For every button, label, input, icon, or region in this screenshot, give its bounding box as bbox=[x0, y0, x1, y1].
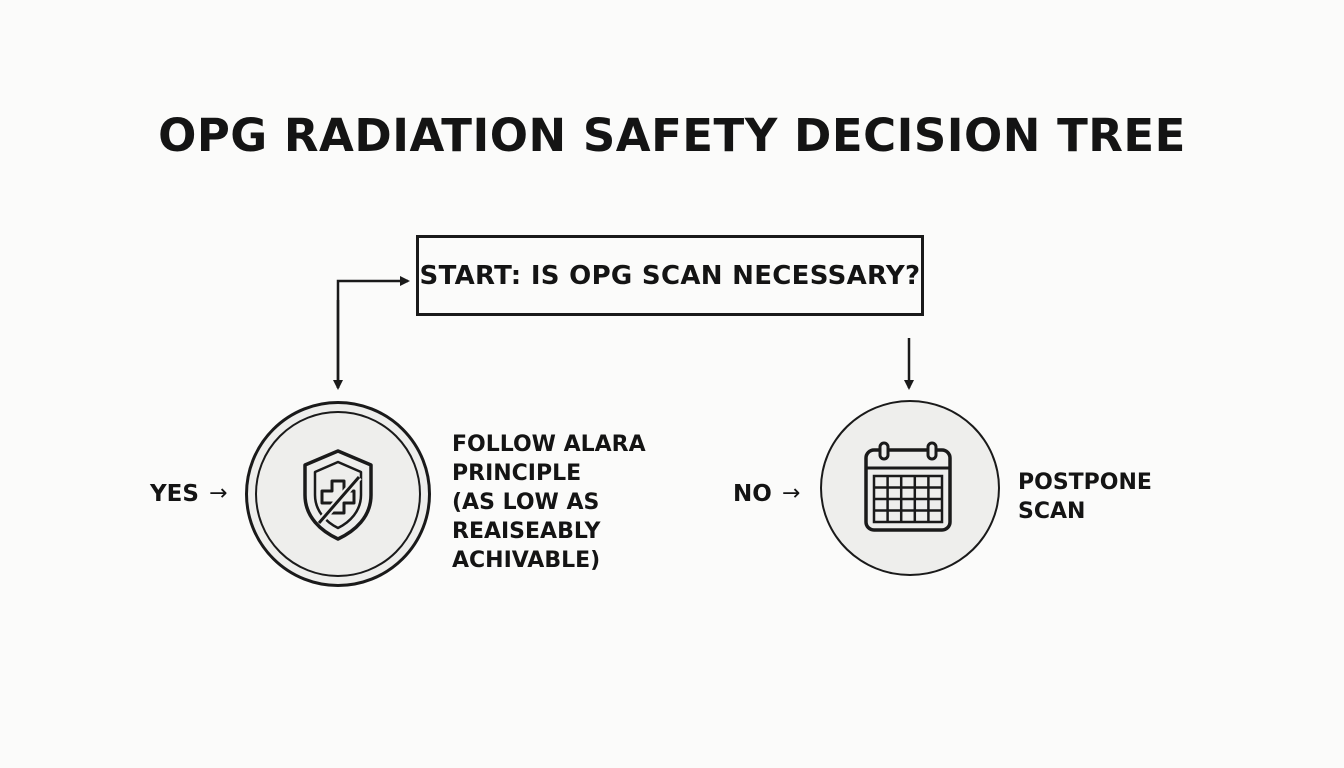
calendar-icon bbox=[864, 441, 952, 532]
no-node bbox=[820, 400, 1000, 576]
yes-node-ring bbox=[255, 411, 421, 577]
no-arrow: → bbox=[781, 481, 801, 506]
yes-label-text: YES bbox=[150, 481, 199, 507]
yes-branch-label: YES → bbox=[150, 480, 227, 508]
no-label-text: NO bbox=[733, 481, 772, 507]
yes-result-text: FOLLOW ALARA PRINCIPLE (AS LOW AS REAISE… bbox=[452, 432, 646, 573]
shield-cross-icon bbox=[303, 449, 373, 541]
start-decision-box: START: IS OPG SCAN NECESSARY? bbox=[416, 235, 924, 316]
page-title: OPG RADIATION SAFETY DECISION TREE bbox=[158, 109, 1186, 162]
no-branch-label: NO → bbox=[733, 480, 800, 508]
yes-node bbox=[245, 401, 431, 587]
no-result-text: POSTPONE SCAN bbox=[1018, 470, 1152, 524]
yes-arrow: → bbox=[208, 481, 228, 506]
yes-connector bbox=[336, 276, 410, 388]
start-question: START: IS OPG SCAN NECESSARY? bbox=[419, 260, 921, 291]
